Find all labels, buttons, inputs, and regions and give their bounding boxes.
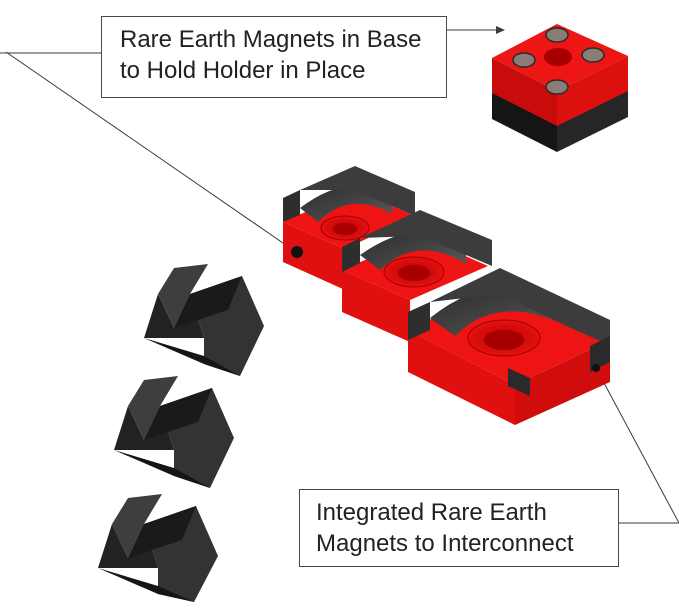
module1-red-front bbox=[283, 222, 345, 290]
module2-red-front bbox=[342, 270, 410, 342]
v-block-2 bbox=[114, 376, 234, 488]
vblock1-bottom bbox=[144, 338, 240, 376]
module3-rim-left bbox=[408, 302, 430, 340]
base-black-left bbox=[492, 85, 557, 152]
vblock2-v-top bbox=[128, 376, 178, 440]
module3-rim-front-left bbox=[508, 368, 530, 396]
module2-rim-back bbox=[360, 210, 492, 266]
base-black-right bbox=[557, 83, 628, 152]
module2-inner-hole bbox=[398, 265, 430, 281]
vblock2-bottom bbox=[114, 450, 210, 488]
callout-base-magnets: Rare Earth Magnets in Base to Hold Holde… bbox=[101, 16, 447, 98]
interconnect-magnet-left bbox=[291, 246, 303, 258]
magnet-disc-4 bbox=[545, 79, 569, 95]
base-red-left bbox=[492, 58, 557, 126]
module2-rim-left bbox=[342, 238, 360, 272]
callout-interconnect-magnets-line-1: Integrated Rare Earth bbox=[316, 499, 547, 526]
vblock1-v-top bbox=[158, 264, 208, 328]
v-block-1 bbox=[144, 264, 264, 376]
vblock2-v-face bbox=[144, 388, 212, 440]
leader-lines bbox=[0, 26, 679, 524]
holder-module-1 bbox=[283, 166, 415, 290]
vblock3-v-top bbox=[112, 494, 162, 558]
module3-rim-back bbox=[430, 268, 610, 345]
module3-rim-front-right bbox=[590, 336, 610, 372]
module1-rim-left bbox=[283, 190, 300, 222]
leader-bottom-right-b bbox=[595, 367, 679, 524]
callout-base-magnets-line-1: Rare Earth Magnets in Base bbox=[120, 26, 422, 53]
leader-top-left-b bbox=[5, 51, 297, 253]
interconnect-magnet-right bbox=[592, 364, 600, 372]
vblock3-bottom bbox=[98, 568, 194, 602]
magnet-disc-3 bbox=[512, 52, 536, 68]
module3-red-right bbox=[515, 340, 610, 425]
magnet-disc-2 bbox=[581, 47, 605, 63]
magnet-base-block bbox=[492, 24, 628, 152]
module3-red-front bbox=[408, 330, 515, 425]
module3-inner-hole bbox=[484, 330, 524, 350]
callout-interconnect-magnets: Integrated Rare Earth Magnets to Interco… bbox=[299, 489, 619, 567]
module1-inner-hole bbox=[333, 223, 357, 235]
magnet-disc-1 bbox=[545, 27, 569, 43]
holder-module-3 bbox=[408, 268, 610, 425]
vblock3-v-face bbox=[128, 506, 196, 558]
v-block-3 bbox=[98, 494, 218, 602]
callout-interconnect-magnets-line-2: Magnets to Interconnect bbox=[316, 530, 574, 557]
base-red-right bbox=[557, 56, 628, 126]
leader-arrowhead bbox=[496, 26, 505, 34]
module1-rim-back bbox=[300, 166, 415, 216]
base-center-hole bbox=[544, 48, 572, 66]
callout-base-magnets-line-2: to Hold Holder in Place bbox=[120, 57, 366, 84]
vblock1-v-face bbox=[174, 276, 242, 328]
holder-module-2 bbox=[342, 210, 492, 342]
